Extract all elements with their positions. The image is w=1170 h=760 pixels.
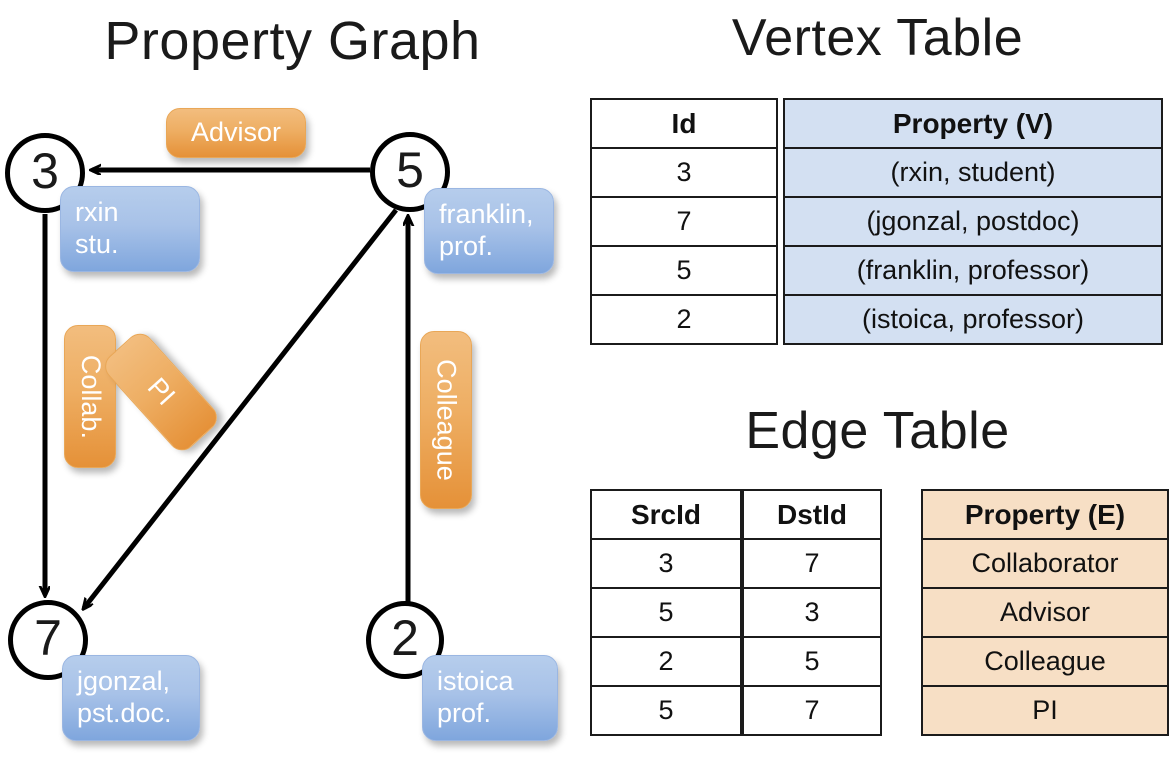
vertex-table-property-column: Property (V) (rxin, student) (jgonzal, p… [783, 98, 1163, 345]
table-row[interactable]: 5 [742, 636, 882, 687]
edge-table-cell-dstid: 3 [742, 587, 882, 638]
edge-property-chip-advisor-label: Advisor [190, 117, 282, 148]
edge-table-cell-srcid: 2 [590, 636, 742, 687]
vertex-property-chip-2-line1: istoica [437, 666, 514, 697]
table-row[interactable]: 3 [590, 538, 742, 589]
table-header-row: Property (E) [921, 489, 1169, 540]
vertex-property-chip-2-line2: prof. [437, 698, 492, 728]
table-row[interactable]: 7 [742, 685, 882, 736]
edge-property-chip-collab[interactable]: Collab. [64, 325, 116, 468]
graph-node-2[interactable]: 2 [366, 601, 444, 679]
page-title-vertex-table: Vertex Table [731, 9, 1024, 67]
vertex-property-chip-3-line2: stu. [75, 229, 119, 259]
vertex-property-chip-3[interactable]: rxin stu. [60, 186, 200, 272]
vertex-table-cell-id: 5 [590, 245, 778, 296]
vertex-property-chip-5-line1: franklin, [439, 199, 534, 230]
vertex-property-chip-5-line2: prof. [439, 231, 494, 261]
vertex-property-chip-5[interactable]: franklin, prof. [424, 188, 554, 274]
table-header-row: DstId [742, 489, 882, 540]
vertex-table-cell-id: 7 [590, 196, 778, 247]
edge-property-chip-collab-label: Collab. [75, 354, 106, 439]
edge-table-cell-srcid: 5 [590, 685, 742, 736]
graph-node-5-label: 5 [396, 142, 424, 198]
table-row[interactable]: 5 [590, 245, 778, 296]
vertex-table-cell-id: 3 [590, 147, 778, 198]
vertex-table-id-column: Id 3 7 5 2 [590, 98, 778, 345]
graph-node-2-label: 2 [391, 610, 419, 666]
edge-table-cell-property: Advisor [921, 587, 1169, 638]
table-row[interactable]: 5 [590, 685, 742, 736]
table-row[interactable]: 7 [742, 538, 882, 589]
table-row[interactable]: 3 [590, 147, 778, 198]
vertex-table-cell-property: (franklin, professor) [783, 245, 1163, 296]
edge-table-cell-srcid: 3 [590, 538, 742, 589]
edge-property-chip-colleague[interactable]: Colleague [420, 331, 472, 509]
edge-property-chip-pi[interactable]: PI [99, 327, 223, 457]
vertex-property-chip-7[interactable]: jgonzal, pst.doc. [62, 655, 200, 741]
table-header-row: SrcId [590, 489, 742, 540]
table-row[interactable]: 5 [590, 587, 742, 638]
vertex-table-cell-id: 2 [590, 294, 778, 345]
page-title-property-graph: Property Graph [104, 11, 481, 71]
edge-table-header-dstid: DstId [742, 489, 882, 540]
page-title-edge-table: Edge Table [745, 402, 1010, 460]
edge-table-cell-srcid: 5 [590, 587, 742, 638]
table-row[interactable]: 2 [590, 294, 778, 345]
edge-table-cell-dstid: 5 [742, 636, 882, 687]
vertex-table-cell-property: (istoica, professor) [783, 294, 1163, 345]
edge-table-dstid-column: DstId 7 3 5 7 [742, 489, 882, 736]
edge-table-cell-dstid: 7 [742, 685, 882, 736]
table-row[interactable]: PI [921, 685, 1169, 736]
table-row[interactable]: Collaborator [921, 538, 1169, 589]
edge-property-chip-pi-label: PI [141, 371, 182, 411]
edge-table-cell-dstid: 7 [742, 538, 882, 589]
vertex-property-chip-2[interactable]: istoica prof. [422, 655, 558, 741]
edge-table-header-srcid: SrcId [590, 489, 742, 540]
graph-node-5[interactable]: 5 [370, 132, 450, 212]
edge-table-cell-property: Collaborator [921, 538, 1169, 589]
graph-node-7-label: 7 [34, 610, 62, 666]
table-row[interactable]: (istoica, professor) [783, 294, 1163, 345]
table-row[interactable]: 3 [742, 587, 882, 638]
vertex-table-cell-property: (jgonzal, postdoc) [783, 196, 1163, 247]
edge-table-property-column: Property (E) Collaborator Advisor Collea… [921, 489, 1169, 736]
graph-node-3-label: 3 [31, 143, 59, 199]
property-graph-diagram: 3 5 7 2 rxin stu. franklin, prof. jgonza… [5, 108, 558, 741]
vertex-table-cell-property: (rxin, student) [783, 147, 1163, 198]
vertex-table-header-id: Id [590, 98, 778, 149]
table-row[interactable]: (franklin, professor) [783, 245, 1163, 296]
vertex-property-chip-7-line2: pst.doc. [77, 698, 172, 728]
table-row[interactable]: 2 [590, 636, 742, 687]
edge-table-cell-property: PI [921, 685, 1169, 736]
edge-table-srcid-column: SrcId 3 5 2 5 [590, 489, 742, 736]
table-header-row: Id [590, 98, 778, 149]
table-row[interactable]: Advisor [921, 587, 1169, 638]
table-row[interactable]: (jgonzal, postdoc) [783, 196, 1163, 247]
vertex-property-chip-7-line1: jgonzal, [77, 666, 171, 697]
edge-property-chip-colleague-label: Colleague [431, 359, 462, 481]
vertex-property-chip-3-line1: rxin [75, 197, 119, 228]
edge-table-cell-property: Colleague [921, 636, 1169, 687]
table-row[interactable]: 7 [590, 196, 778, 247]
edge-table-header-property: Property (E) [921, 489, 1169, 540]
vertex-table-header-property: Property (V) [783, 98, 1163, 149]
edge-property-chip-advisor[interactable]: Advisor [166, 108, 306, 158]
table-row[interactable]: Colleague [921, 636, 1169, 687]
table-header-row: Property (V) [783, 98, 1163, 149]
table-row[interactable]: (rxin, student) [783, 147, 1163, 198]
